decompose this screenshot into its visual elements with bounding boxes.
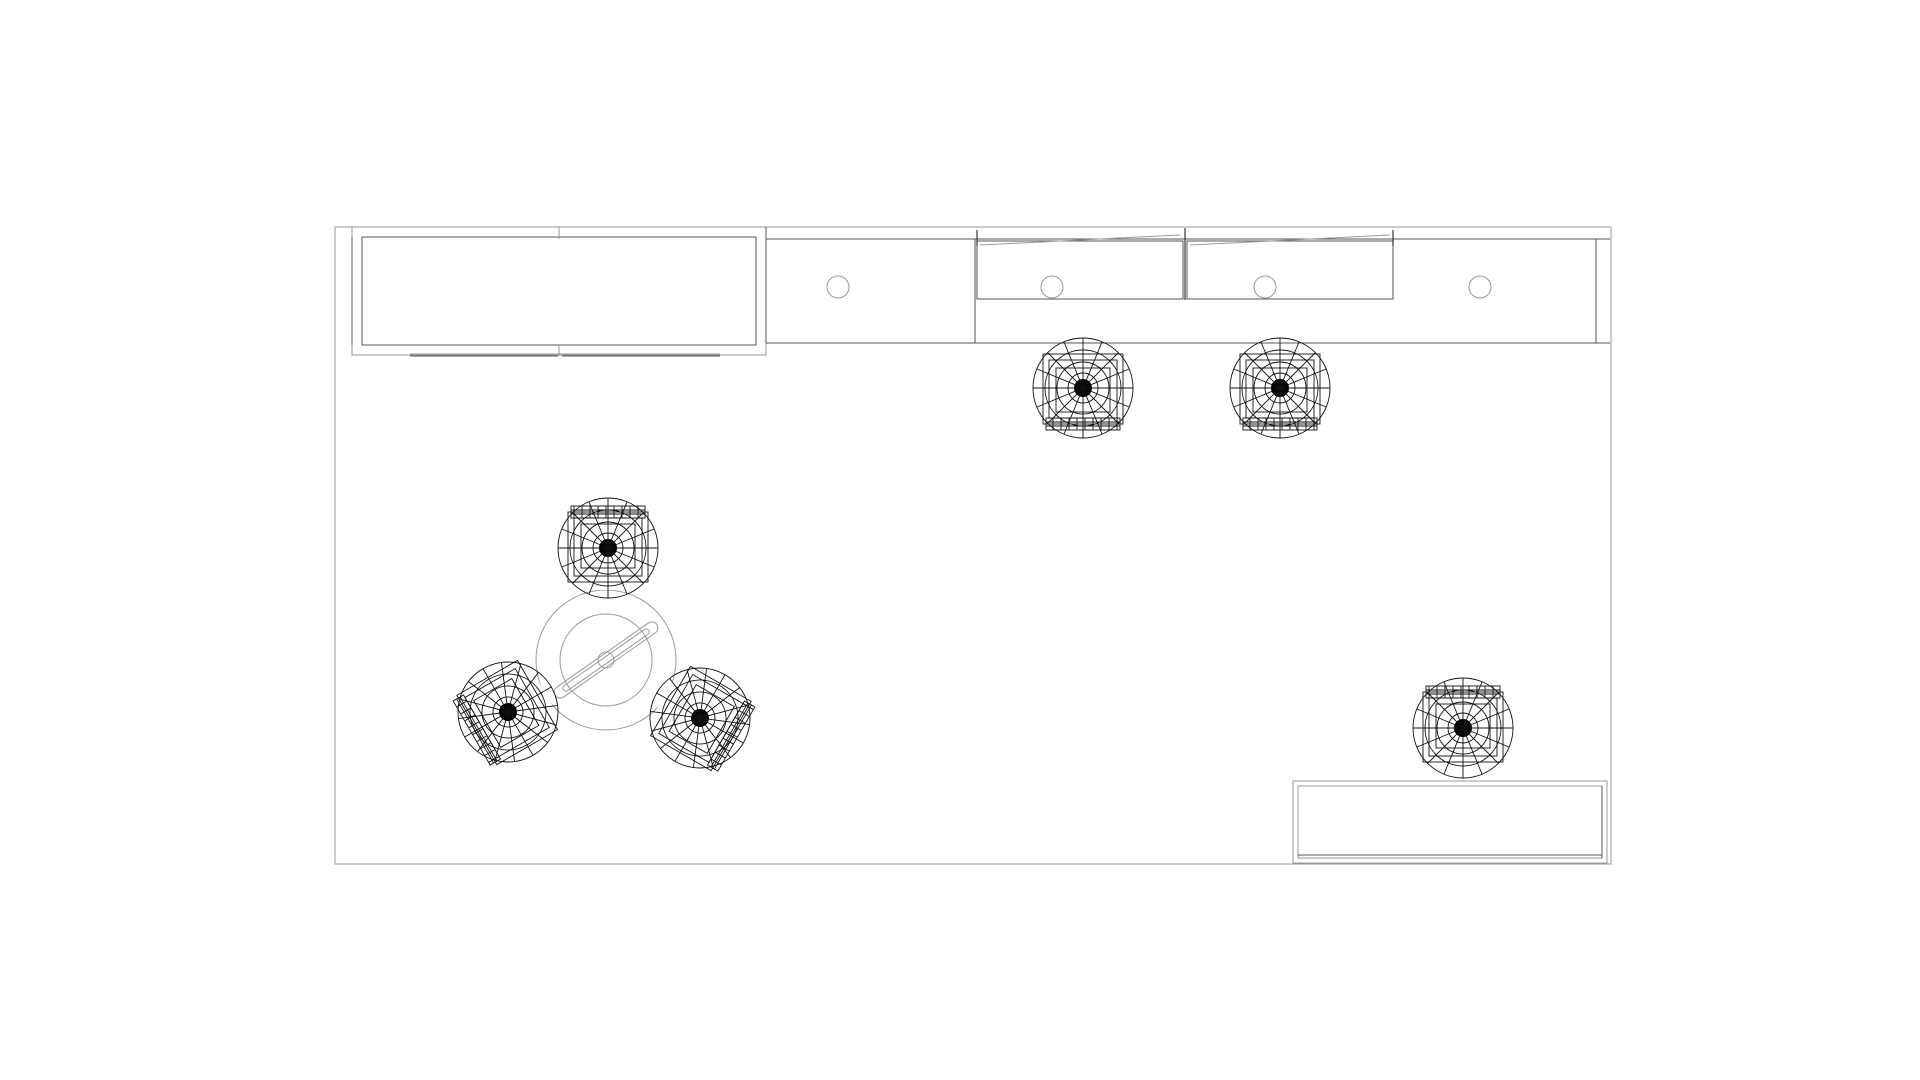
meeting-table xyxy=(535,589,677,731)
meeting-chair-top xyxy=(557,497,659,599)
counter-stool-2 xyxy=(1229,337,1331,439)
grommet-icon xyxy=(826,275,850,299)
meeting-chair-right xyxy=(631,649,769,787)
grommet-icon xyxy=(1253,275,1277,299)
reception-desk xyxy=(1292,780,1608,864)
desk-chair xyxy=(1412,677,1514,779)
grommet-icon xyxy=(1468,275,1492,299)
back-counter xyxy=(765,227,1610,344)
meeting-chair-left xyxy=(439,643,577,781)
display-shelves xyxy=(976,228,1394,300)
grommet-icon xyxy=(1040,275,1064,299)
counter-stool-1 xyxy=(1032,337,1134,439)
storage-room xyxy=(351,226,767,357)
booth-floor-outline xyxy=(334,226,1612,865)
